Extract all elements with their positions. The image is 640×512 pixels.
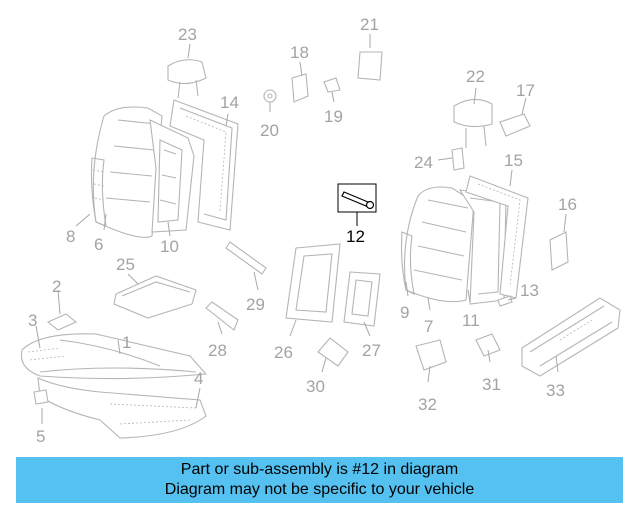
seat-back-frame-right-part[interactable] — [458, 189, 507, 305]
label-part-24: 24 — [414, 153, 433, 172]
label-part-4: 4 — [194, 369, 203, 388]
seat-back-right-part[interactable] — [400, 186, 475, 303]
seat-cushion-frame-part[interactable] — [37, 377, 207, 439]
label-part-9: 9 — [400, 303, 409, 322]
label-part-19: 19 — [324, 107, 343, 126]
label-part-7: 7 — [424, 317, 433, 336]
panel-right-part-15[interactable] — [465, 175, 529, 299]
label-part-30: 30 — [306, 377, 325, 396]
bolt-part-19[interactable] — [323, 77, 341, 93]
clip-part-2[interactable] — [46, 313, 78, 331]
label-part-14: 14 — [220, 93, 239, 112]
bracket-part-31[interactable] — [475, 333, 501, 357]
bolt-part-12[interactable] — [337, 183, 377, 213]
label-part-26: 26 — [274, 343, 293, 362]
label-part-29: 29 — [246, 295, 265, 314]
label-part-33: 33 — [546, 381, 565, 400]
info-banner: Part or sub-assembly is #12 in diagram D… — [16, 457, 623, 503]
armrest-part-33[interactable] — [521, 297, 621, 377]
label-part-27: 27 — [362, 341, 381, 360]
banner-line-disclaimer: Diagram may not be specific to your vehi… — [164, 481, 475, 498]
label-part-28: 28 — [208, 341, 227, 360]
parts-diagram: 1 2 3 4 5 6 7 8 9 10 11 12 13 14 15 16 1… — [20, 15, 621, 446]
label-part-17: 17 — [516, 81, 535, 100]
bar-part-29[interactable] — [225, 241, 267, 275]
leader-lines — [35, 34, 567, 424]
label-part-25: 25 — [116, 255, 135, 274]
handle-part-17[interactable] — [499, 113, 531, 137]
clip-part-18[interactable] — [291, 73, 309, 103]
guide-part-24[interactable] — [451, 147, 465, 171]
bracket-part-32[interactable] — [415, 339, 447, 371]
pad-part-25[interactable] — [113, 275, 197, 319]
label-part-32: 32 — [418, 395, 437, 414]
seat-cushion-part[interactable] — [20, 333, 208, 380]
label-part-23: 23 — [178, 25, 197, 44]
headrest-right-part[interactable] — [453, 98, 493, 148]
label-part-10: 10 — [160, 237, 179, 256]
part-numbers: 1 2 3 4 5 6 7 8 9 10 11 12 13 14 15 16 1… — [28, 15, 577, 446]
label-part-8: 8 — [66, 227, 75, 246]
label-part-13: 13 — [520, 281, 539, 300]
label-part-5: 5 — [36, 427, 45, 446]
label-part-1: 1 — [122, 333, 131, 352]
frame-part-26[interactable] — [285, 243, 341, 323]
label-part-6: 6 — [94, 235, 103, 254]
seat-back-left-part[interactable] — [90, 106, 163, 238]
bracket-part-16[interactable] — [549, 231, 569, 271]
cover-part-21[interactable] — [357, 51, 383, 81]
screw-part-13[interactable] — [497, 295, 513, 307]
latch-part-27[interactable] — [343, 271, 381, 327]
label-part-15: 15 — [504, 151, 523, 170]
label-part-11: 11 — [462, 311, 480, 330]
washer-part-20[interactable] — [263, 89, 277, 103]
seat-back-panel-part[interactable] — [169, 99, 239, 231]
label-part-3: 3 — [28, 311, 37, 330]
headrest-left-part[interactable] — [167, 59, 207, 99]
label-part-12: 12 — [346, 227, 365, 246]
label-part-2: 2 — [52, 277, 61, 296]
label-part-21: 21 — [360, 15, 379, 34]
banner-line-part-number: Part or sub-assembly is #12 in diagram — [180, 461, 459, 478]
seat-back-frame-part[interactable] — [149, 119, 195, 233]
label-part-18: 18 — [290, 43, 309, 62]
label-part-20: 20 — [260, 121, 279, 140]
label-part-31: 31 — [482, 375, 501, 394]
bracket-part-30[interactable] — [317, 337, 349, 367]
label-part-22: 22 — [466, 67, 485, 86]
bracket-part-5[interactable] — [33, 389, 49, 405]
strip-part-28[interactable] — [205, 301, 239, 331]
label-part-16: 16 — [558, 195, 577, 214]
